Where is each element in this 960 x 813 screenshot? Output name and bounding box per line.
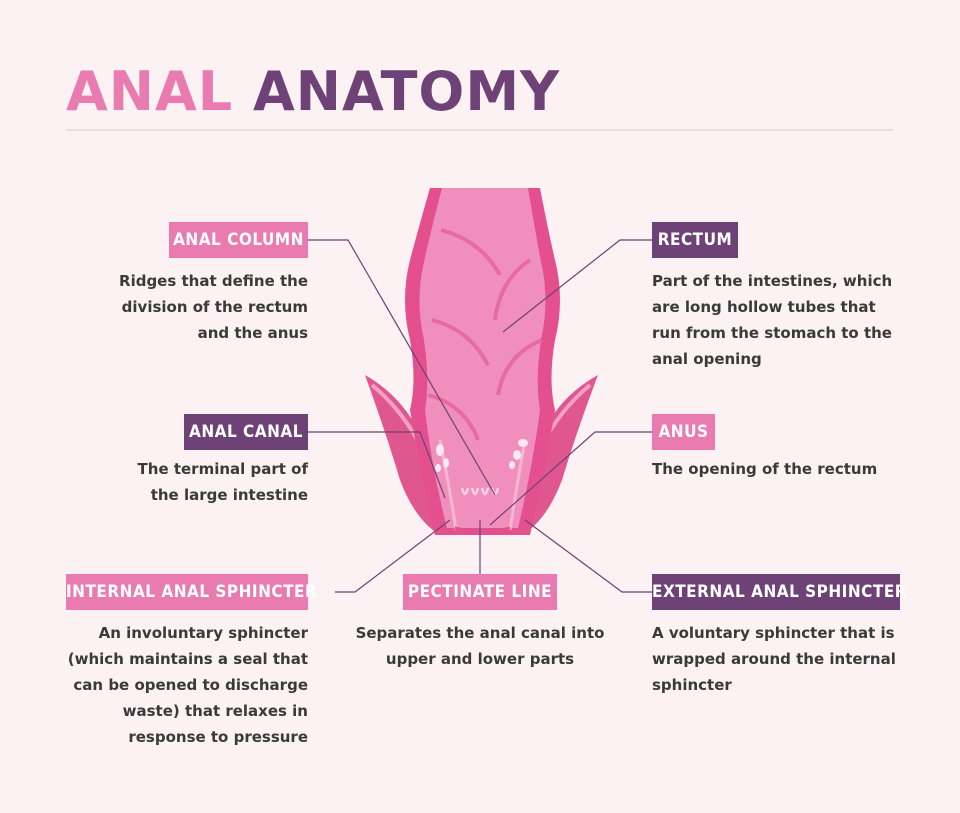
- label-anus: ANUS: [652, 414, 715, 450]
- page-title: ANAL ANATOMY: [66, 62, 560, 122]
- desc-external-sphincter: A voluntary sphincter that is wrapped ar…: [652, 624, 896, 694]
- label-anal-column: ANAL COLUMN: [169, 222, 308, 258]
- label-internal-sphincter: INTERNAL ANAL SPHINCTER: [66, 574, 317, 610]
- label-pectinate-line: PECTINATE LINE: [403, 574, 557, 610]
- desc-internal-sphincter: An involuntary sphincter (which maintain…: [67, 624, 308, 746]
- leader-anal-canal: [308, 431, 446, 499]
- title-part-2: ANATOMY: [253, 60, 561, 123]
- desc-anal-column: Ridges that define the division of the r…: [119, 272, 308, 342]
- desc-rectum: Part of the intestines, which are long h…: [652, 272, 893, 368]
- anal-columns: [460, 487, 500, 496]
- title-divider: [66, 129, 893, 131]
- label-rectum: RECTUM: [652, 222, 738, 258]
- leader-external-sphincter: [524, 519, 652, 593]
- leader-anal-column: [308, 239, 496, 496]
- leader-rectum: [502, 239, 652, 333]
- title-part-1: ANAL: [66, 60, 234, 123]
- desc-anal-canal: The terminal part of the large intestine: [137, 460, 308, 504]
- desc-pectinate-line: Separates the anal canal into upper and …: [355, 624, 605, 668]
- leader-internal-sphincter: [335, 519, 451, 593]
- leader-anus: [489, 431, 652, 526]
- label-anal-canal: ANAL CANAL: [184, 414, 308, 450]
- desc-anus: The opening of the rectum: [652, 460, 878, 478]
- label-external-sphincter: EXTERNAL ANAL SPHINCTER: [652, 574, 907, 610]
